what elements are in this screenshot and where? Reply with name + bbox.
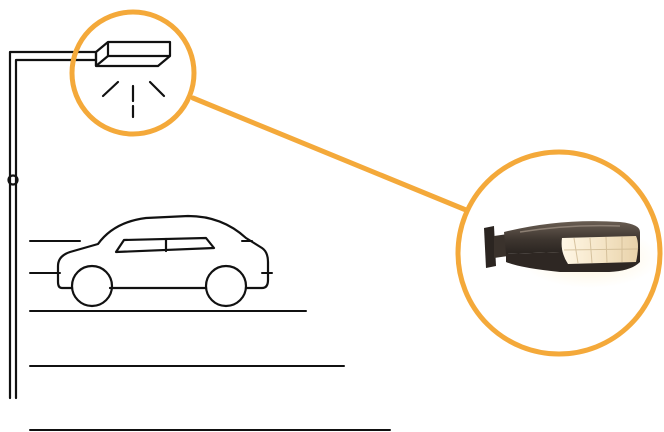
callout-connector: [193, 98, 466, 210]
car-front-wheel: [72, 266, 112, 306]
road-lines: [30, 241, 390, 430]
car-rear-wheel: [206, 266, 246, 306]
fixture-zoom-callout: [458, 152, 660, 354]
car-illustration: [58, 216, 268, 306]
light-rays-icon: [103, 82, 164, 117]
luminaire-icon: [96, 42, 170, 66]
